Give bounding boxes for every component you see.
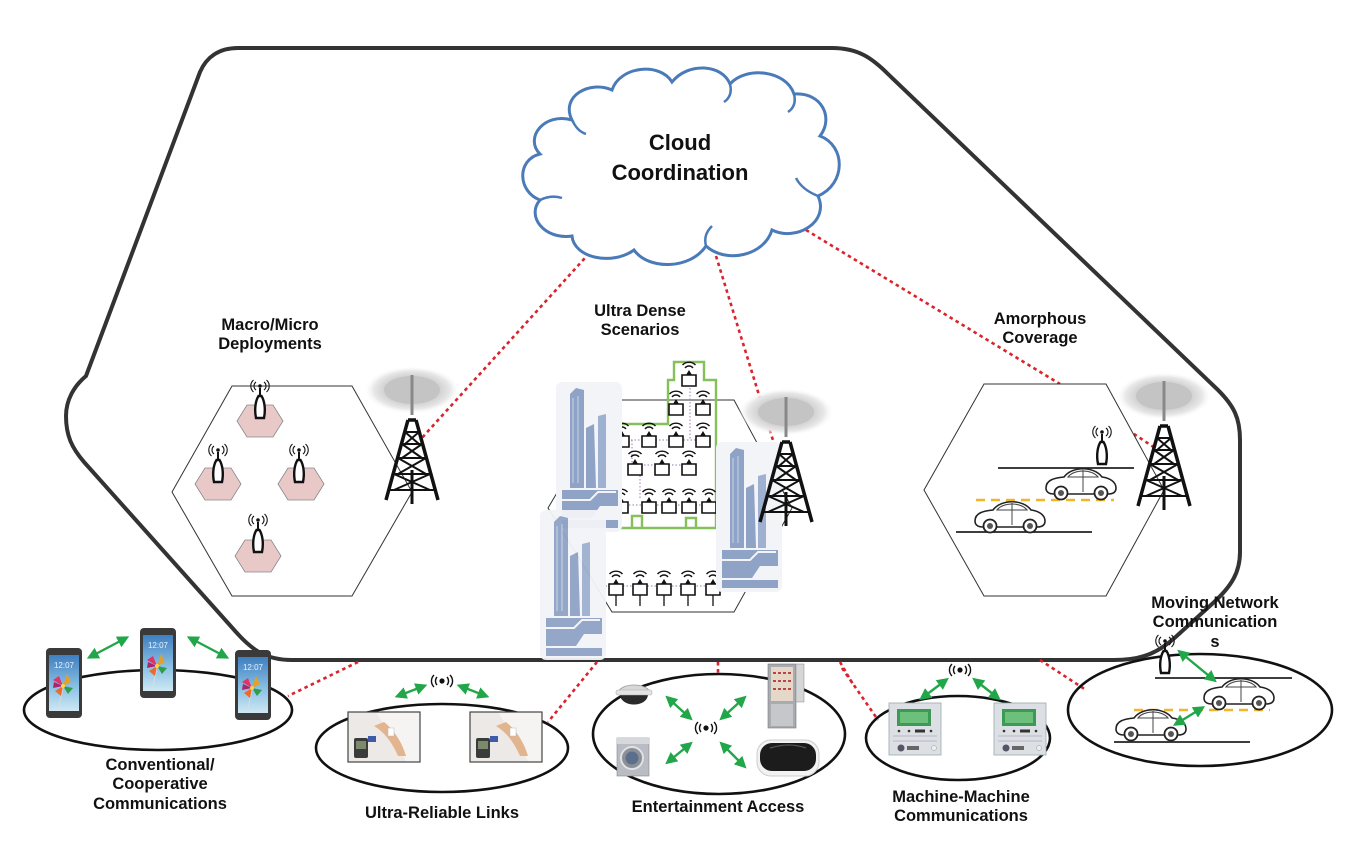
scenario-conventional — [22, 627, 294, 752]
conventional-label: Conventional/ Cooperative Communications — [93, 756, 227, 813]
scenario-m2m — [864, 663, 1052, 782]
wireless-link-arrow — [919, 677, 949, 701]
link-ultra-reliable — [546, 661, 599, 723]
scenario-entertainment — [591, 663, 847, 796]
wireless-link-arrow — [1177, 649, 1217, 683]
washing-machine-icon — [616, 737, 650, 777]
amorphous-label: Amorphous Coverage — [993, 310, 1087, 348]
medical-monitor-icon — [347, 711, 421, 763]
fridge-icon — [767, 663, 805, 729]
scenario-ultra-reliable — [314, 674, 570, 794]
link-cloud-amorphous — [805, 228, 1061, 386]
group-ellipse — [864, 694, 1052, 782]
small-cell-1 — [236, 378, 284, 438]
speaker-icon — [756, 739, 820, 777]
wireless-hub-icon — [948, 663, 972, 677]
link-moving — [1039, 658, 1087, 692]
access-point-icon — [681, 361, 697, 387]
smartphone-icon — [139, 627, 177, 699]
car-icon — [1203, 677, 1275, 711]
wireless-link-arrow — [972, 677, 1001, 701]
scenario-macro-micro — [171, 364, 462, 597]
cloud-label: Cloud Coordination — [611, 130, 749, 185]
smartphone-icon — [234, 649, 272, 721]
wireless-link-arrow — [1172, 706, 1206, 726]
small-cell-2 — [194, 442, 242, 501]
building-icon — [555, 381, 623, 533]
network-boundary — [64, 46, 1242, 662]
smartphone-icon — [45, 647, 83, 719]
wireless-hub-icon — [694, 721, 718, 735]
wireless-link-arrow — [186, 636, 230, 659]
building-icon — [539, 509, 607, 661]
cloud-icon — [521, 66, 841, 266]
wireless-link-arrow — [86, 636, 130, 659]
ultra-reliable-label: Ultra-Reliable Links — [364, 804, 520, 822]
medical-monitor-icon — [469, 711, 543, 763]
scenario-amorphous — [923, 370, 1214, 597]
cloud-coordination — [521, 66, 841, 266]
network-boundary-cleanup — [85, 72, 200, 378]
link-cloud-macro — [419, 247, 595, 441]
smart-meter-icon — [993, 702, 1047, 756]
group-ellipse — [314, 702, 570, 794]
scenario-ultra-dense — [539, 360, 836, 661]
smart-meter-icon — [888, 702, 942, 756]
wireless-hub-icon — [430, 674, 454, 688]
moving-network-label: Moving Network Communication s — [1151, 594, 1279, 651]
wireless-link-arrow — [456, 683, 490, 699]
small-cell-4 — [234, 512, 282, 573]
car-icon — [1115, 708, 1187, 742]
entertainment-label: Entertainment Access — [631, 798, 805, 816]
wireless-link-arrow — [394, 683, 428, 699]
scenario-moving-network — [1066, 633, 1334, 768]
ultra-dense-label: Ultra Dense Scenarios — [594, 302, 686, 340]
link-conventional — [287, 660, 359, 698]
group-ellipse — [591, 672, 847, 796]
amorphous-cell-hexagon — [923, 383, 1165, 597]
macro-micro-label: Macro/Micro Deployments — [218, 316, 322, 354]
wireless-link-arrows — [665, 695, 747, 769]
link-m2m — [840, 667, 880, 721]
building-icon — [715, 441, 783, 593]
camera-icon — [615, 684, 653, 705]
m2m-label: Machine-Machine Communications — [892, 788, 1030, 826]
small-cell-3 — [277, 442, 325, 501]
dense-access-points — [573, 361, 721, 606]
